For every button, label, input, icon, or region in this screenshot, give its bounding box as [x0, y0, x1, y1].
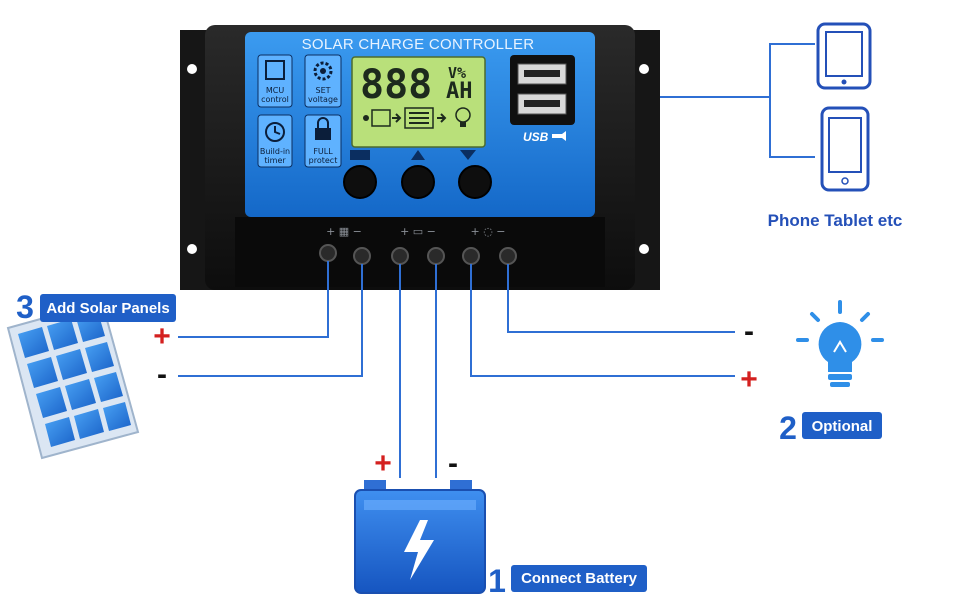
- lightning-icon: [404, 520, 434, 580]
- wire-solar-positive: [178, 261, 329, 338]
- mount-hole: [639, 244, 649, 254]
- step-badge-text: Connect Battery: [521, 570, 638, 587]
- solar-panel-icon: [6, 300, 140, 460]
- wire-usb-devices: [660, 43, 815, 158]
- step-badge-text: Optional: [812, 418, 873, 435]
- load-plus-sign: +: [740, 363, 758, 396]
- phone-icon: [820, 106, 870, 192]
- tablet-icon: [816, 22, 872, 90]
- down-arrow-icon: [460, 150, 476, 160]
- usb-label: USB: [523, 130, 549, 144]
- mount-hole: [187, 244, 197, 254]
- terminal-screw[interactable]: [319, 244, 337, 262]
- lcd-unit-bottom: AH: [446, 79, 473, 104]
- feature-label: timer: [264, 156, 286, 165]
- terminal-screw[interactable]: [353, 247, 371, 265]
- lcd-unit-top: V%: [448, 64, 466, 82]
- terminal-label-load: + ◌ −: [470, 225, 505, 238]
- feature-mcu-control: MCU control: [257, 54, 293, 108]
- charge-controller: SOLAR CHARGE CONTROLLER MCU control SET …: [180, 25, 660, 290]
- menu-indicator-icon: [350, 150, 370, 160]
- up-button[interactable]: [401, 165, 435, 199]
- feature-label: Build-in: [260, 147, 290, 156]
- step-number: 3: [16, 289, 34, 325]
- step-badge: [511, 565, 647, 592]
- controller-title: SOLAR CHARGE CONTROLLER: [302, 36, 535, 53]
- down-button[interactable]: [458, 165, 492, 199]
- lcd-digits: 888: [360, 62, 432, 108]
- solar-minus-sign: -: [157, 358, 167, 391]
- terminal-screw[interactable]: [462, 247, 480, 265]
- up-arrow-icon: [411, 150, 425, 160]
- clock-icon: [265, 122, 285, 142]
- mount-hole: [187, 64, 197, 74]
- load-step-label: 2 Optional: [779, 410, 882, 446]
- feature-label: SET: [315, 86, 330, 95]
- feature-label: FULL: [313, 147, 333, 156]
- menu-button[interactable]: [343, 165, 377, 199]
- wire-load-negative: [507, 264, 735, 333]
- terminal-screw[interactable]: [391, 247, 409, 265]
- battery-lcd-icon: [404, 107, 434, 129]
- gear-icon: [313, 61, 333, 81]
- terminal-label-solar: + ▦ −: [326, 225, 362, 238]
- step-badge: [802, 412, 882, 439]
- battery-minus-sign: -: [448, 447, 458, 480]
- feature-label: protect: [309, 156, 338, 165]
- battery-icon: [354, 480, 486, 594]
- step-number: 2: [779, 410, 797, 446]
- step-number: 1: [488, 563, 506, 599]
- wires: [178, 43, 815, 478]
- mount-hole: [639, 64, 649, 74]
- terminal-screw[interactable]: [427, 247, 445, 265]
- load-minus-sign: -: [744, 315, 754, 348]
- lcd-display: 888 V% AH: [351, 56, 486, 148]
- feature-label: control: [261, 95, 289, 104]
- sun-icon: [363, 115, 369, 121]
- terminal-screw[interactable]: [499, 247, 517, 265]
- light-bulb-icon: [796, 300, 884, 387]
- solar-plus-sign: +: [153, 320, 171, 353]
- step-badge-text: Add Solar Panels: [46, 300, 169, 317]
- battery-step-label: 1 Connect Battery: [488, 563, 647, 599]
- terminal-label-battery: + ▭ −: [400, 225, 436, 238]
- devices-label: Phone Tablet etc: [768, 211, 903, 230]
- battery-plus-sign: +: [374, 447, 392, 480]
- usb-ports: USB: [510, 55, 575, 144]
- feature-set-voltage: SET voltage: [304, 54, 342, 108]
- arrow-icon: [437, 113, 447, 123]
- solar-step-label: 3 Add Solar Panels: [16, 289, 176, 325]
- wire-solar-negative: [178, 264, 363, 377]
- feature-build-in-timer: Build-in timer: [257, 114, 293, 168]
- terminal-block: [235, 217, 605, 287]
- panel-icon: [371, 109, 391, 127]
- arrow-icon: [392, 113, 402, 123]
- feature-full-protect: FULL protect: [304, 114, 342, 168]
- step-badge: [40, 294, 176, 322]
- usb-icon: [552, 131, 566, 141]
- chip-icon: [265, 60, 285, 80]
- lock-icon: [315, 128, 331, 140]
- wire-load-positive: [470, 264, 735, 377]
- feature-label: MCU: [266, 86, 284, 95]
- feature-label: voltage: [308, 95, 338, 104]
